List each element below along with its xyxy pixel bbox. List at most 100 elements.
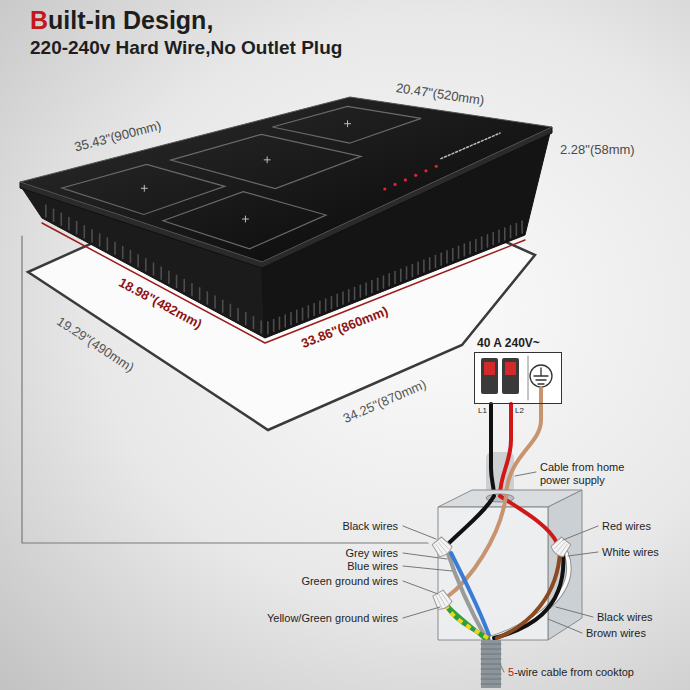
leader-line [403, 566, 452, 571]
wire-label: Red wires [602, 520, 651, 533]
leader-line [548, 619, 582, 633]
wire-nut [553, 540, 567, 555]
conduit-rib [481, 649, 501, 650]
vent-slot [354, 288, 356, 300]
zone-mark [141, 185, 147, 191]
leader-line [568, 552, 598, 556]
vent-slot [279, 317, 281, 329]
vent-slot [230, 304, 232, 316]
conduit-rib [481, 674, 501, 675]
vent-slot [160, 267, 162, 279]
vent-slot [388, 274, 390, 286]
breaker-panel [474, 352, 562, 404]
wire-label: Black wires [342, 520, 398, 533]
wire-label: Brown wires [586, 627, 646, 640]
conduit-rib [481, 654, 501, 655]
vent-slot [458, 246, 460, 258]
conduit-rib [481, 669, 501, 670]
wire-nut [431, 536, 454, 559]
vent-slot [423, 260, 425, 272]
vent-slot [308, 306, 310, 318]
wire-label: Yellow/Green ground wires [267, 612, 398, 625]
dimension-label: 20.47"(520mm) [395, 81, 485, 109]
vent-slot [394, 272, 396, 284]
vent-slot [331, 297, 333, 309]
vent-slot [492, 233, 494, 245]
vent-slot [114, 242, 116, 254]
vent-slot [342, 292, 344, 304]
vent-slot [68, 217, 70, 229]
control-key [393, 183, 396, 186]
vent-slot [521, 221, 523, 233]
vent-slot [107, 238, 109, 250]
cooking-zone [163, 192, 326, 249]
vent-slot [122, 246, 124, 258]
conduit [481, 640, 501, 688]
leader-line [403, 581, 438, 594]
vent-slot [222, 300, 224, 312]
vent-slot [260, 321, 262, 333]
control-key [435, 165, 438, 168]
vent-slot [145, 259, 147, 271]
vent-slot [377, 278, 379, 290]
yellow-green-wire [446, 605, 488, 638]
vent-slot [481, 237, 483, 249]
leader-line [403, 553, 447, 559]
vent-slot [199, 288, 201, 300]
control-key [414, 174, 417, 177]
cooktop-illustration [20, 97, 552, 430]
wire-nut [436, 593, 449, 608]
vent-slot [325, 299, 327, 311]
vent-slot [137, 255, 139, 267]
control-key [424, 169, 427, 172]
vent-slot [440, 253, 442, 265]
leader-line [500, 664, 504, 672]
conduit-rib [481, 659, 501, 660]
vent-slot [475, 239, 477, 251]
vent-slot [510, 226, 512, 238]
vent-slot [429, 258, 431, 270]
breaker-toggle [484, 362, 495, 375]
vent-slot [153, 263, 155, 275]
ground-wire [447, 496, 506, 597]
wire-nut [435, 540, 449, 555]
vent-slot [487, 235, 489, 247]
vent-slot [313, 304, 315, 316]
vent-slot [273, 320, 275, 332]
vent-slot [207, 292, 209, 304]
leader-line [556, 607, 593, 617]
rating-label: 40 A 240V~ [477, 337, 540, 351]
vent-slot [253, 317, 255, 329]
terminal-label: L1 [478, 406, 487, 415]
vent-slot [191, 284, 193, 296]
vent-slot [296, 310, 298, 322]
glass-top [20, 97, 552, 262]
black-wire [491, 404, 494, 496]
vent-slot [516, 223, 518, 235]
vent-slot [99, 234, 101, 246]
wire-label: Green ground wires [301, 575, 398, 588]
vent-slot [53, 209, 55, 221]
breaker-box: 40 A 240V~ [474, 352, 562, 404]
ground-symbol [530, 365, 552, 387]
yellow-green-wire [446, 605, 488, 638]
conduit-rib [481, 644, 501, 645]
vent-slot [60, 213, 62, 225]
vent-slot [412, 265, 414, 277]
vent-slot [45, 205, 47, 217]
vent-slot [176, 275, 178, 287]
leader-line [563, 526, 598, 540]
vent-slot [245, 313, 247, 325]
vent-slot [371, 281, 373, 293]
red-wire [500, 496, 557, 543]
vent-slot [237, 309, 239, 321]
zone-mark [345, 121, 351, 127]
vent-slot [504, 228, 506, 240]
cooking-zone [171, 134, 361, 188]
conduit-rib [481, 664, 501, 665]
ground-symbol [534, 368, 548, 384]
vent-slot [348, 290, 350, 302]
vent-slot [76, 222, 78, 234]
callout-text: Cable from home power supply [540, 461, 636, 486]
